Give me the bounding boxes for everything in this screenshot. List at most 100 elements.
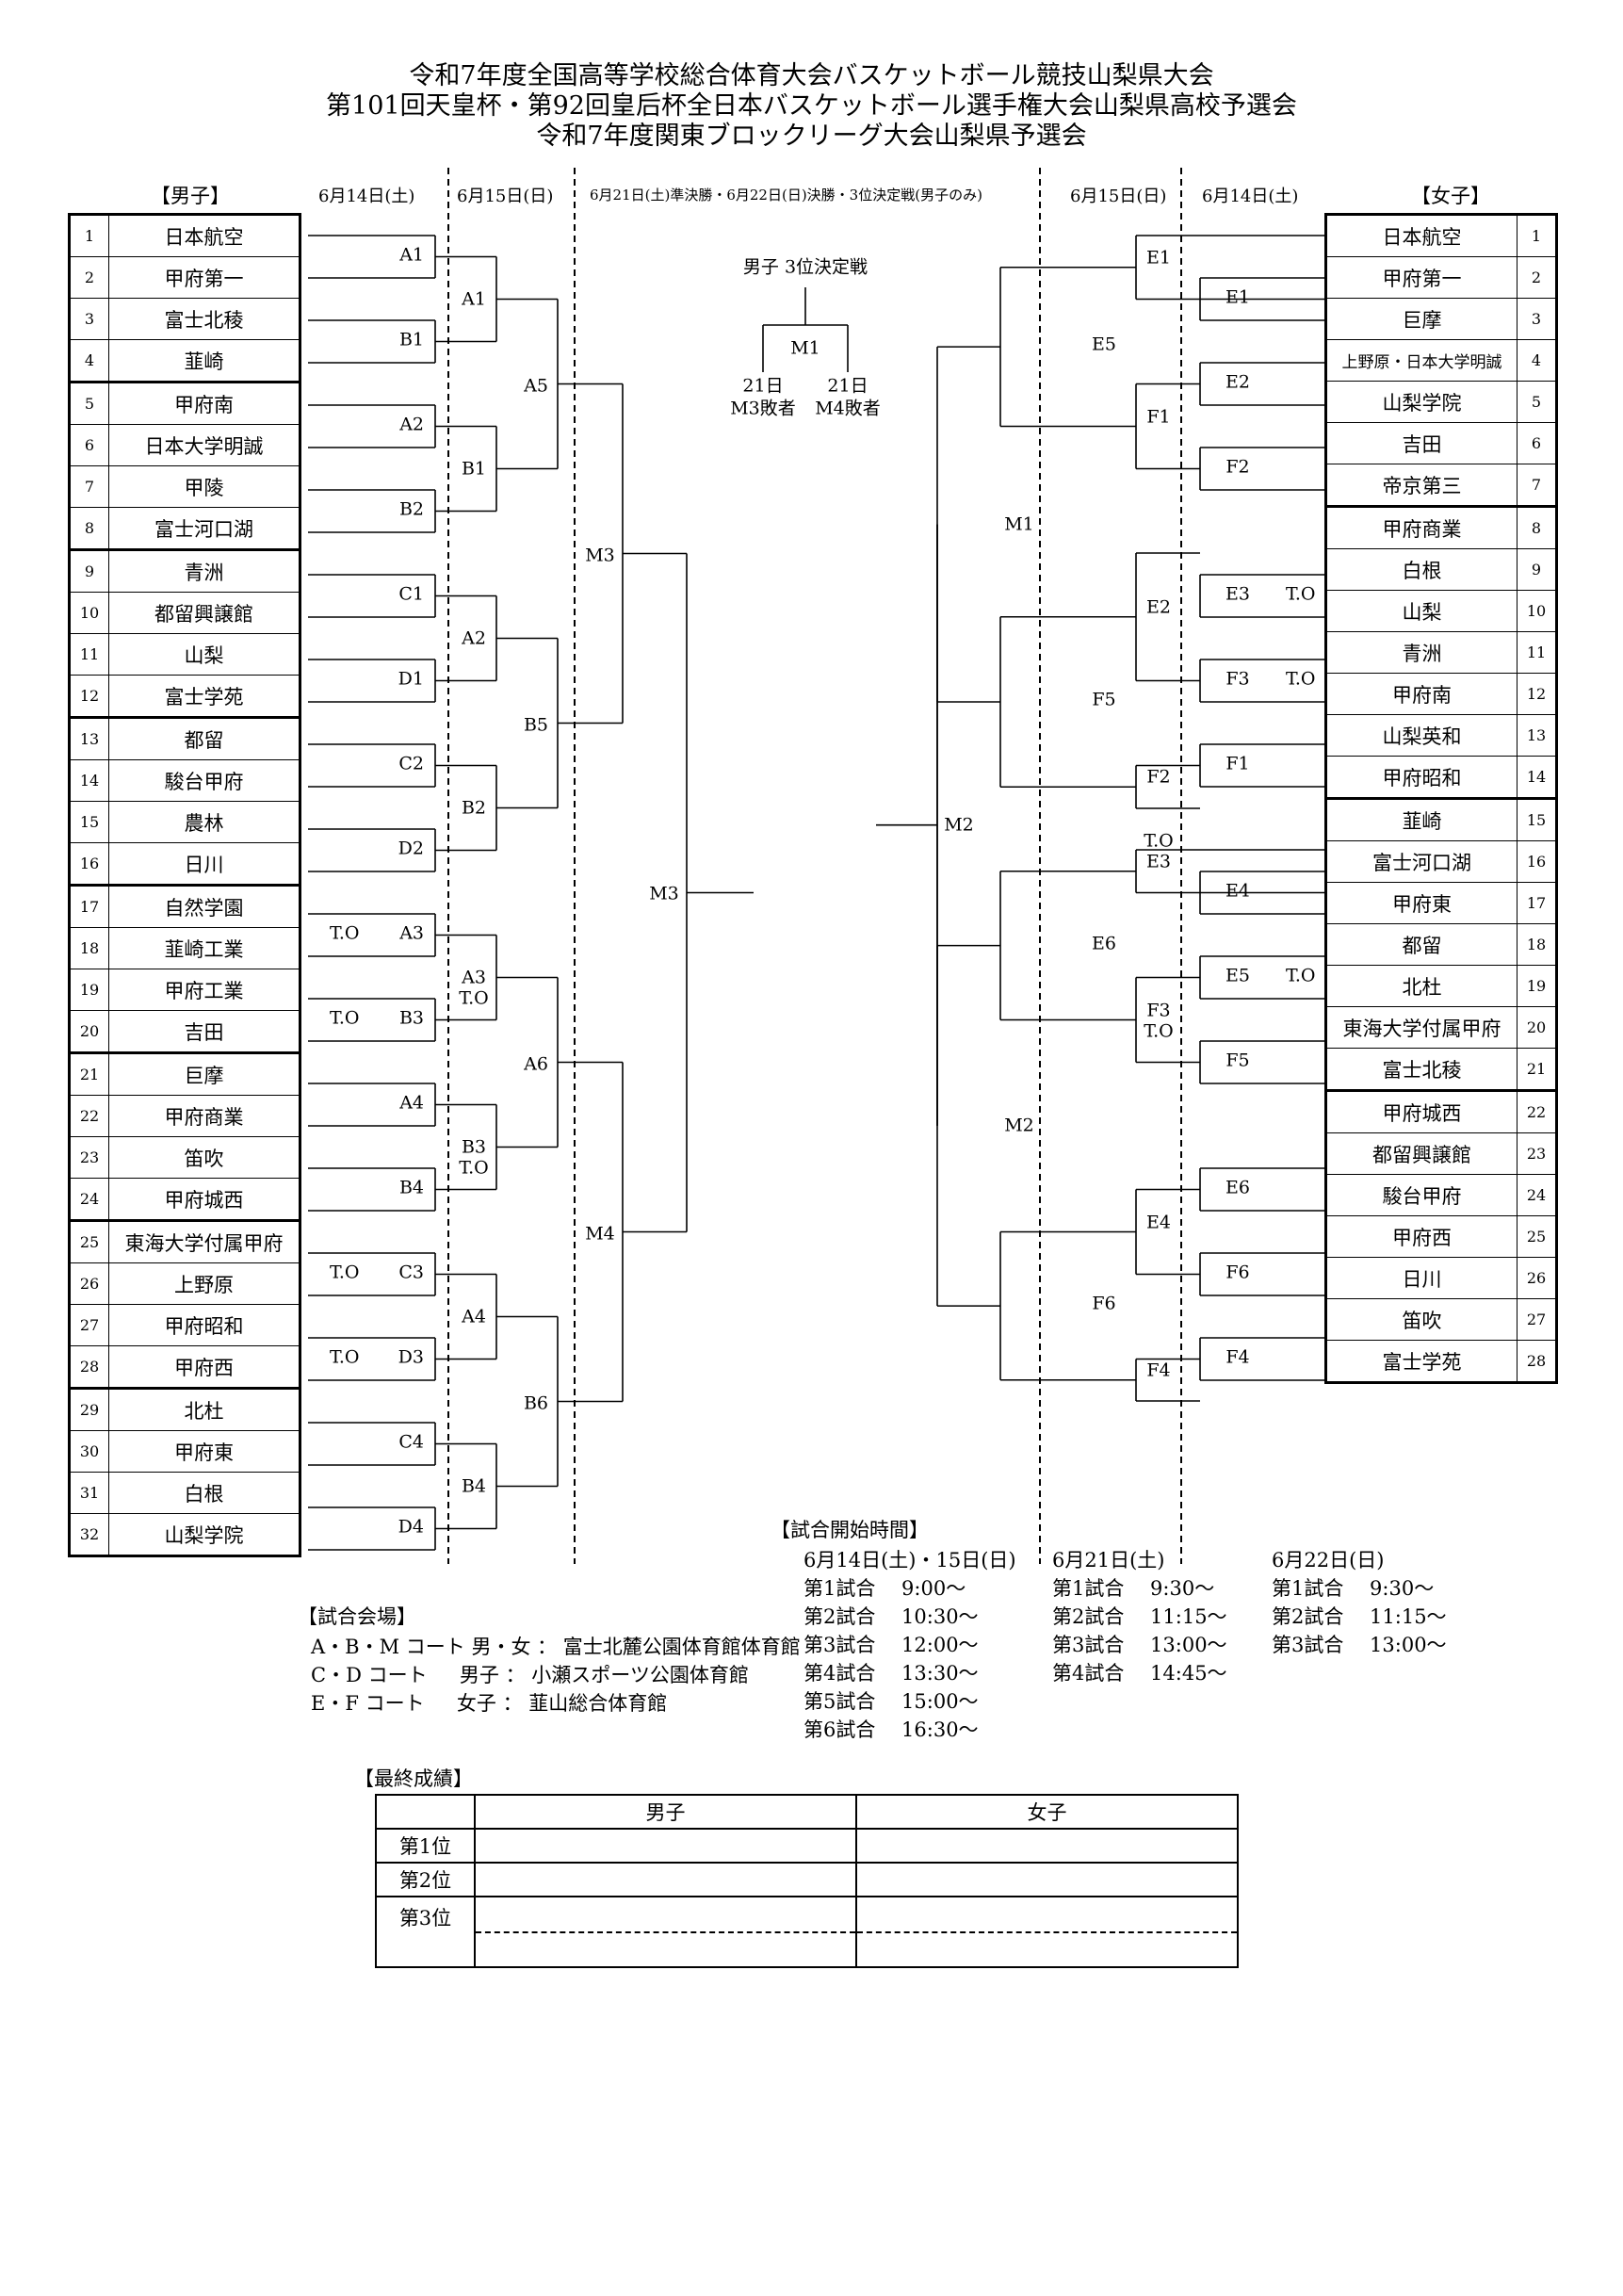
- results-title: 【最終成績】: [354, 1767, 473, 1790]
- forfeit-mark: T.O: [330, 1262, 360, 1282]
- girls-r1-match-label: E2: [1225, 371, 1250, 392]
- boys-r4-match-label: M4: [585, 1223, 615, 1244]
- results-boys-3[interactable]: [474, 1896, 857, 1968]
- girls-r2-match-label: E3: [1146, 851, 1171, 872]
- girls-team-number: 7: [1517, 464, 1557, 507]
- boys-r2-match-label: B2: [461, 797, 487, 818]
- girls-team-number: 22: [1517, 1089, 1557, 1133]
- boys-team-name: 吉田: [108, 1010, 301, 1053]
- girls-team-number: 16: [1517, 840, 1557, 883]
- boys-team-name: 笛吹: [108, 1136, 301, 1179]
- girls-r1-match-label: E5: [1225, 965, 1250, 985]
- boys-team-name: 甲府南: [108, 381, 301, 425]
- girls-team-name: 山梨英和: [1324, 714, 1518, 757]
- boys-team-number: 29: [69, 1387, 109, 1431]
- schedule-slot: 第3試合 12:00〜: [803, 1634, 979, 1656]
- results-table: 男子 女子 第1位 第2位 第3位: [375, 1794, 1239, 1968]
- boys-r1-match-label: A4: [399, 1092, 424, 1113]
- schedule-slot: 第3試合 13:00〜: [1052, 1634, 1227, 1656]
- boys-r3-match-label: B6: [523, 1392, 549, 1413]
- schedule-title: 【試合開始時間】: [771, 1519, 929, 1541]
- results-boys-1[interactable]: [474, 1828, 857, 1864]
- girls-team-number: 25: [1517, 1215, 1557, 1258]
- boys-r1-match-label: C1: [398, 583, 424, 604]
- forfeit-mark: T.O: [1286, 668, 1316, 689]
- date-0615-left: 6月15日(日): [457, 187, 554, 206]
- third-place-right-team: M4敗者: [815, 398, 881, 419]
- boys-team-number: 5: [69, 381, 109, 425]
- results-row-3: 第3位: [375, 1896, 476, 1968]
- boys-team-name: 都留: [108, 716, 301, 760]
- results-boys-2[interactable]: [474, 1862, 857, 1897]
- girls-r2-match-label: E2: [1146, 596, 1171, 618]
- girls-team-number: 27: [1517, 1298, 1557, 1341]
- title-line-2: 第101回天皇杯・第92回皇后杯全日本バスケットボール選手権大会山梨県高校予選会: [326, 91, 1297, 121]
- girls-team-name: 韮崎: [1324, 797, 1518, 841]
- bracket-lines: [308, 168, 1324, 1564]
- boys-team-number: 25: [69, 1219, 109, 1263]
- third-place-left-date: 21日: [742, 375, 784, 397]
- boys-r1-match-label: B3: [398, 1007, 424, 1028]
- results-girls-3[interactable]: [855, 1896, 1239, 1968]
- girls-team-number: 8: [1517, 505, 1557, 549]
- boys-team-name: 富士北稜: [108, 298, 301, 340]
- girls-team-name: 東海大学付属甲府: [1324, 1006, 1518, 1049]
- girls-team-name: 甲府第一: [1324, 256, 1518, 299]
- boys-team-name: 甲府西: [108, 1345, 301, 1389]
- girls-team-number: 14: [1517, 756, 1557, 799]
- results-row-2: 第2位: [375, 1862, 476, 1897]
- girls-team-name: 山梨: [1324, 590, 1518, 632]
- girls-team-name: 富士学苑: [1324, 1340, 1518, 1383]
- venue-title: 【試合会場】: [298, 1605, 416, 1628]
- girls-r1-match-label: E6: [1225, 1177, 1250, 1197]
- results-corner: [375, 1794, 476, 1830]
- schedule-slot: 第4試合 14:45〜: [1052, 1662, 1227, 1685]
- boys-team-name: 駿台甲府: [108, 759, 301, 802]
- forfeit-mark: T.O: [1286, 965, 1316, 985]
- boys-r1-match-label: A2: [399, 414, 424, 434]
- boys-r2-match-label: A3: [462, 967, 486, 987]
- girls-team-number: 15: [1517, 797, 1557, 841]
- boys-r3-match-label: B5: [523, 714, 549, 735]
- girls-team-name: 甲府東: [1324, 882, 1518, 924]
- boys-r2-match-label: A1: [462, 288, 486, 309]
- boys-team-name: 日本航空: [108, 213, 301, 257]
- girls-team-number: 19: [1517, 965, 1557, 1007]
- girls-team-name: 青洲: [1324, 631, 1518, 674]
- boys-team-number: 28: [69, 1345, 109, 1389]
- girls-r4-match-label: M1: [1004, 513, 1034, 535]
- results-girls-1[interactable]: [855, 1828, 1239, 1864]
- girls-r1-match-label: F3: [1225, 668, 1250, 689]
- forfeit-mark: T.O: [330, 922, 360, 943]
- girls-r3-match-label: E6: [1092, 933, 1116, 954]
- boys-team-name: 日本大学明誠: [108, 424, 301, 466]
- girls-r3-match-label: F6: [1092, 1293, 1116, 1314]
- boys-r1-match-label: B1: [398, 329, 424, 350]
- results-girls-2[interactable]: [855, 1862, 1239, 1897]
- boys-r2-match-label: B3: [461, 1136, 487, 1157]
- boys-team-number: 6: [69, 424, 109, 466]
- boys-team-name: 富士学苑: [108, 675, 301, 718]
- girls-r1-match-label: E4: [1225, 880, 1250, 901]
- schedule-slot: 第1試合 9:30〜: [1272, 1577, 1435, 1600]
- girls-team-name: 白根: [1324, 548, 1518, 591]
- forfeit-mark: T.O: [459, 1157, 489, 1178]
- girls-r2-match-label: E4: [1146, 1212, 1171, 1232]
- boys-final-label: M3: [649, 883, 679, 904]
